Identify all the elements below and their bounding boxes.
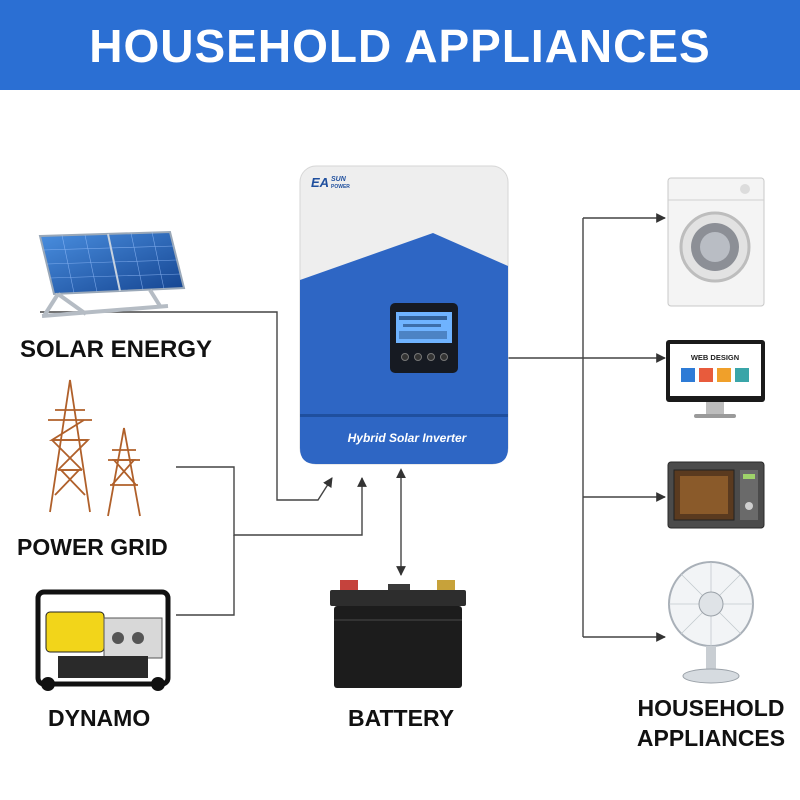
power-tower-icon — [48, 379, 141, 517]
microwave-icon — [667, 461, 765, 529]
brand-logo-sub: SUN — [331, 176, 347, 183]
title-banner — [0, 0, 800, 90]
solar-energy-label: SOLAR ENERGY — [20, 336, 212, 363]
dynamo-label: DYNAMO — [48, 705, 150, 731]
lcd-display-panel — [390, 303, 458, 373]
connector-lines — [40, 213, 666, 642]
washing-machine-icon — [667, 177, 765, 307]
monitor-screen-text: WEB DESIGN — [691, 353, 739, 362]
solar-connector — [40, 311, 333, 501]
inverter-label: Hybrid Solar Inverter — [348, 431, 468, 445]
brand-logo-power: POWER — [331, 184, 350, 190]
household-appliances-label-line2: APPLIANCES — [637, 725, 785, 751]
household-appliances-label-line1: HOUSEHOLD — [638, 695, 785, 721]
system-diagram: EA SUN POWER Hybrid Solar Inverter — [17, 165, 785, 751]
grid-connector — [176, 466, 367, 536]
battery-icon — [330, 580, 466, 688]
fan-icon — [668, 561, 754, 684]
brand-logo: EA — [311, 175, 329, 190]
monitor-icon: WEB DESIGN — [666, 340, 765, 418]
hybrid-inverter: EA SUN POWER Hybrid Solar Inverter — [299, 165, 509, 465]
power-grid-label: POWER GRID — [17, 534, 168, 560]
solar-panel-icon — [38, 230, 186, 318]
battery-label: BATTERY — [348, 705, 454, 731]
page-title: HOUSEHOLD APPLIANCES — [89, 20, 711, 72]
generator-icon — [35, 589, 171, 691]
dynamo-connector — [176, 535, 235, 616]
